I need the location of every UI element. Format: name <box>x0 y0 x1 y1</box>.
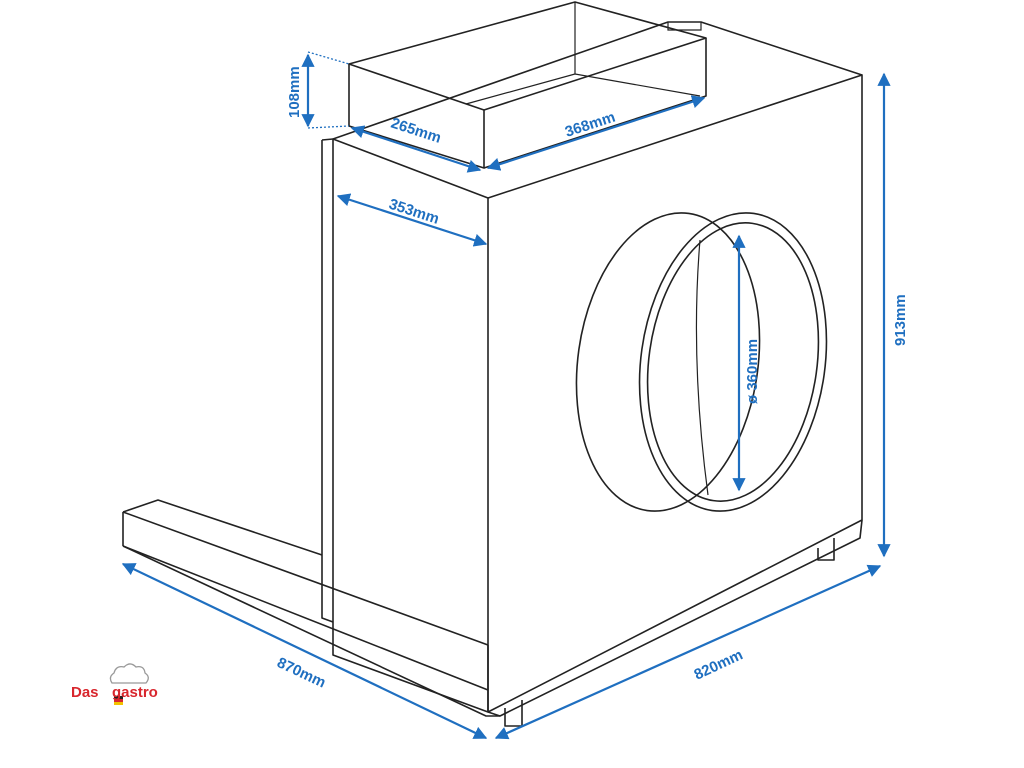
ring-outer-back <box>575 212 761 512</box>
rail-bottom-edge <box>122 545 500 717</box>
top-rear-edge <box>667 22 702 31</box>
dimension-labels: 108mm 265mm 368mm 353mm 913mm ø 360mm 87… <box>274 66 909 691</box>
dim-arrow-265 <box>350 125 482 173</box>
ring-inner-shade <box>695 239 709 496</box>
dim-arrow-353 <box>336 193 488 247</box>
dasgastro-logo: Das gastro <box>71 663 158 705</box>
dim-arrow-820 <box>494 564 882 740</box>
right-face <box>487 74 863 713</box>
label-diameter-360: ø 360mm <box>744 339 761 404</box>
rail-front-top <box>122 511 489 646</box>
top-face <box>332 21 863 140</box>
flag-stripe-red <box>114 699 123 702</box>
label-108: 108mm <box>286 66 303 118</box>
label-353: 353mm <box>387 196 441 228</box>
flag-stripe-black <box>114 696 123 699</box>
box-inner-floor <box>574 73 701 97</box>
ext-line-108-top <box>307 51 350 65</box>
ring-outer-front <box>638 212 828 512</box>
logo-text-gastro: gastro <box>112 684 158 701</box>
box-top-rim <box>348 1 707 111</box>
logo-text-das: Das <box>71 684 99 701</box>
right-foot <box>817 538 835 561</box>
outlet-ring <box>575 212 828 512</box>
chef-hat-icon <box>109 663 149 684</box>
box-right-side <box>483 38 707 169</box>
dimension-lines <box>121 51 891 740</box>
rail-top <box>122 499 323 556</box>
label-913: 913mm <box>892 294 909 346</box>
ext-line-108-bottom <box>307 125 350 129</box>
side-panel <box>321 138 334 623</box>
flag-stripe-gold <box>114 702 123 705</box>
label-820: 820mm <box>692 646 746 683</box>
front-face <box>332 138 489 713</box>
label-870: 870mm <box>274 654 328 691</box>
ring-inner <box>646 222 820 502</box>
dim-arrow-368 <box>486 95 706 171</box>
dim-arrow-870 <box>121 563 488 739</box>
